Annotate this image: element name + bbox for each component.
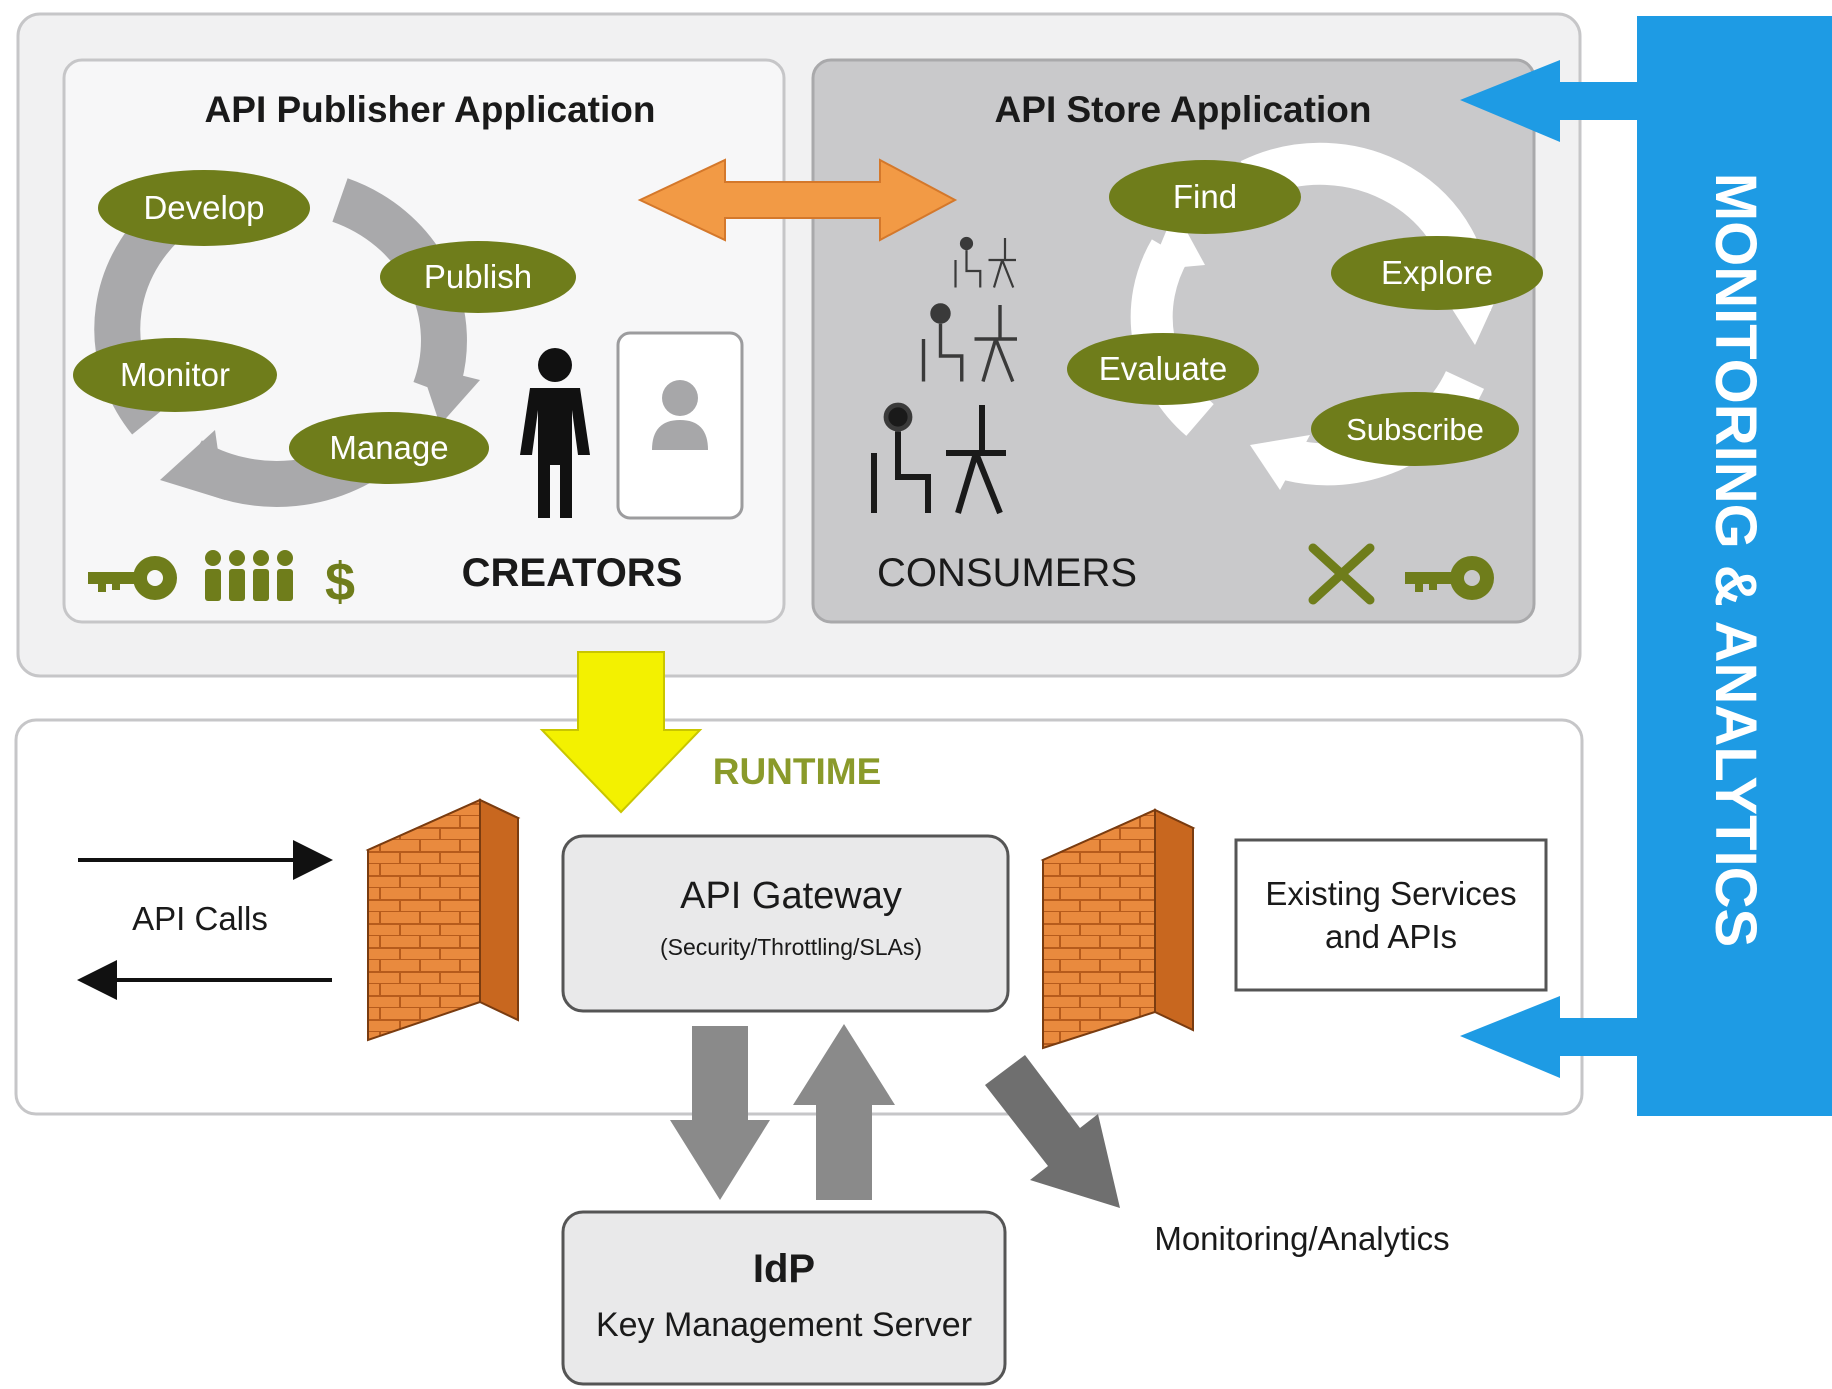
- runtime-title: RUNTIME: [713, 751, 882, 792]
- monitoring-analytics-label: MONITORING & ANALYTICS: [1703, 173, 1768, 947]
- svg-text:Subscribe: Subscribe: [1346, 412, 1484, 447]
- idp-box: IdP Key Management Server: [561, 1210, 1007, 1386]
- cycle-manage: Manage: [289, 412, 489, 484]
- gateway-to-analytics-arrow: [985, 1055, 1120, 1208]
- dollar-icon: $: [325, 552, 355, 612]
- svg-text:and APIs: and APIs: [1325, 918, 1457, 955]
- svg-text:Existing Services: Existing Services: [1265, 875, 1516, 912]
- person-silhouette-icon: [520, 348, 590, 518]
- svg-text:(Security/Throttling/SLAs): (Security/Throttling/SLAs): [660, 934, 922, 960]
- svg-text:Publish: Publish: [424, 258, 532, 295]
- svg-text:Key Management Server: Key Management Server: [596, 1306, 972, 1344]
- gateway-to-idp-arrow: [670, 1026, 770, 1200]
- svg-text:Find: Find: [1173, 178, 1237, 215]
- publisher-panel: API Publisher Application Develop Publis…: [62, 58, 786, 624]
- cycle-subscribe: Subscribe: [1311, 392, 1519, 466]
- svg-text:Develop: Develop: [143, 189, 264, 226]
- cycle-find: Find: [1109, 160, 1301, 234]
- api-calls-label: API Calls: [132, 900, 268, 937]
- store-title: API Store Application: [995, 89, 1372, 130]
- brick-firewall-icon-2: [1040, 808, 1196, 1050]
- publisher-store-double-arrow: [637, 158, 958, 242]
- idp-to-gateway-arrow: [793, 1024, 895, 1200]
- svg-text:Explore: Explore: [1381, 254, 1493, 291]
- brick-firewall-icon: [365, 798, 521, 1042]
- cycle-explore: Explore: [1331, 236, 1543, 310]
- analytics-label: Monitoring/Analytics: [1154, 1220, 1449, 1257]
- svg-text:IdP: IdP: [753, 1247, 815, 1291]
- people-group-icon: [205, 550, 293, 601]
- existing-services-box: Existing Services and APIs: [1234, 838, 1548, 992]
- deploy-down-arrow: [539, 651, 703, 814]
- svg-text:Manage: Manage: [329, 429, 448, 466]
- cycle-evaluate: Evaluate: [1067, 333, 1259, 405]
- key-icon-store: [1405, 556, 1494, 600]
- api-gateway-box: API Gateway (Security/Throttling/SLAs): [561, 834, 1010, 1013]
- monitoring-analytics-bar: [1637, 16, 1832, 1116]
- consumers-label: CONSUMERS: [877, 551, 1137, 595]
- cycle-develop: Develop: [98, 170, 310, 246]
- svg-text:Evaluate: Evaluate: [1099, 350, 1227, 387]
- store-panel: API Store Application Find Explore Evalu…: [811, 58, 1543, 624]
- publisher-title: API Publisher Application: [205, 89, 656, 130]
- creators-label: CREATORS: [462, 551, 683, 595]
- svg-text:API Gateway: API Gateway: [680, 875, 902, 917]
- user-card-icon: [616, 331, 744, 520]
- monitoring-top-arrow: [1460, 60, 1640, 142]
- cycle-publish: Publish: [380, 241, 576, 313]
- svg-text:Monitor: Monitor: [120, 356, 230, 393]
- key-icon: [88, 556, 177, 600]
- cycle-monitor: Monitor: [73, 338, 277, 412]
- tools-icon: [1308, 543, 1375, 605]
- desk-worker-icon: [871, 236, 1018, 515]
- monitoring-bottom-arrow: [1460, 996, 1640, 1078]
